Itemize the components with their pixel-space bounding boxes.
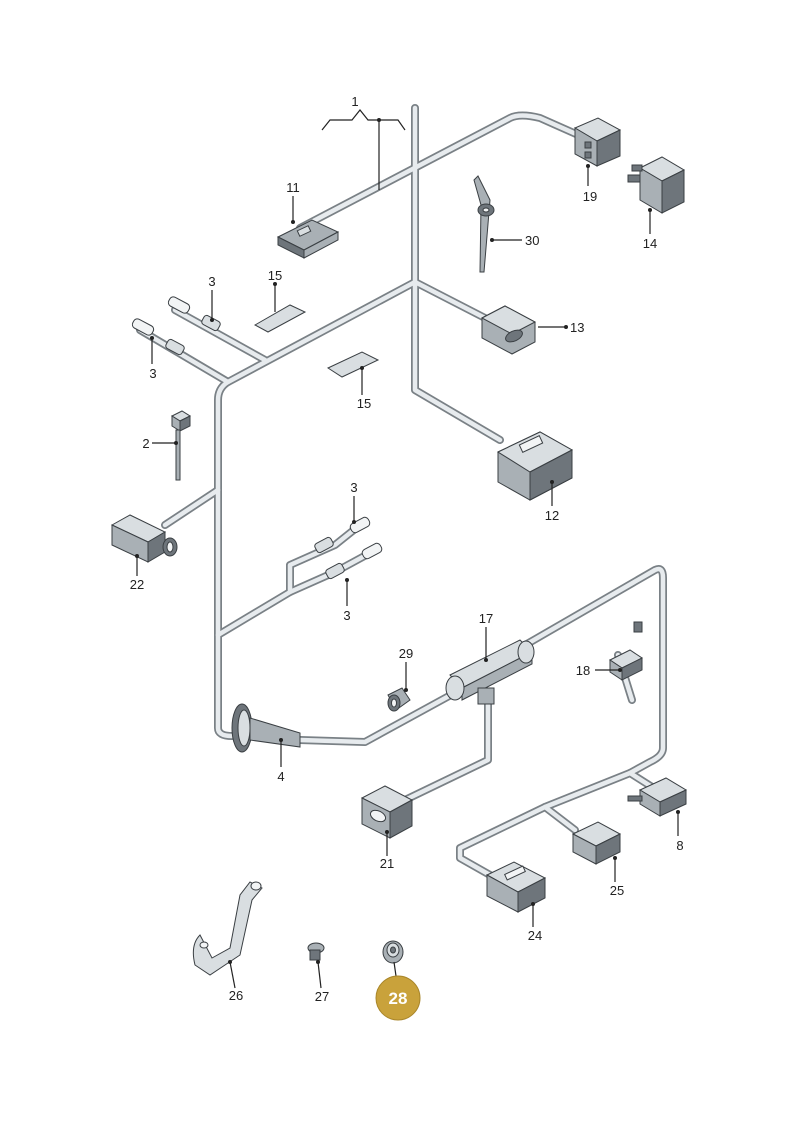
- part-14-relay: [627, 156, 686, 214]
- part-2-cable-tie: [170, 410, 192, 481]
- label-14: 14: [643, 236, 657, 251]
- part-11-flat-connector: [276, 219, 340, 259]
- label-27: 27: [315, 989, 329, 1004]
- label-15-top: 15: [268, 268, 282, 283]
- part-4-grommet: [231, 703, 301, 753]
- label-4: 4: [277, 769, 284, 784]
- part-3-sleeve-mid-b: [325, 542, 383, 580]
- label-3-top: 3: [208, 274, 215, 289]
- label-3-mid-bottom: 3: [343, 608, 350, 623]
- badge-circle: [375, 975, 421, 1021]
- label-24: 24: [528, 928, 542, 943]
- part-13-connector: [480, 305, 537, 355]
- part-29-clip: [387, 687, 411, 712]
- label-22: 22: [130, 577, 144, 592]
- label-3-left: 3: [149, 366, 156, 381]
- label-3-mid-top: 3: [350, 480, 357, 495]
- label-15-bottom: 15: [357, 396, 371, 411]
- part-26-ground-strap: [192, 881, 263, 976]
- label-21: 21: [380, 856, 394, 871]
- label-12: 12: [545, 508, 559, 523]
- label-13: 13: [570, 320, 584, 335]
- part-15-foam-pad-upper: [253, 304, 307, 333]
- label-2: 2: [142, 436, 149, 451]
- part-3-sleeve-upper-a: [167, 296, 221, 332]
- part-3-sleeve-mid-a: [314, 516, 371, 554]
- label-19: 19: [583, 189, 597, 204]
- label-30: 30: [525, 233, 539, 248]
- part-15-foam-pad-lower: [326, 351, 380, 378]
- part-19-relay-socket: [573, 117, 622, 167]
- label-17: 17: [479, 611, 493, 626]
- part-21-connector: [360, 785, 414, 839]
- label-11: 11: [286, 180, 300, 195]
- part-3-sleeve-upper-b: [131, 318, 185, 356]
- label-29: 29: [399, 646, 413, 661]
- label-26: 26: [229, 988, 243, 1003]
- part-12-connector: [496, 431, 574, 501]
- part-24-connector: [485, 861, 547, 913]
- badge-label: 28: [389, 989, 408, 1008]
- harness-wires: [136, 104, 667, 879]
- leader-lines: [135, 109, 680, 989]
- part-28-nut: [382, 940, 404, 964]
- label-8: 8: [676, 838, 683, 853]
- part-labels: 1 11 19 14 30 3 15 3 13 15 2 12 3 22 3 1…: [130, 94, 684, 1004]
- part-25-connector: [571, 821, 622, 865]
- part-22-connector: [110, 514, 178, 563]
- label-18: 18: [576, 663, 590, 678]
- label-25: 25: [610, 883, 624, 898]
- label-1: 1: [351, 94, 358, 109]
- part-17-junction-sleeve: [445, 639, 535, 705]
- part-27-bolt: [307, 942, 325, 961]
- part-30-cable-tie: [473, 175, 495, 273]
- part-8-connector: [627, 777, 688, 817]
- part-18-sensor-holder: [609, 621, 643, 681]
- highlight-badge-28[interactable]: 28: [375, 975, 421, 1021]
